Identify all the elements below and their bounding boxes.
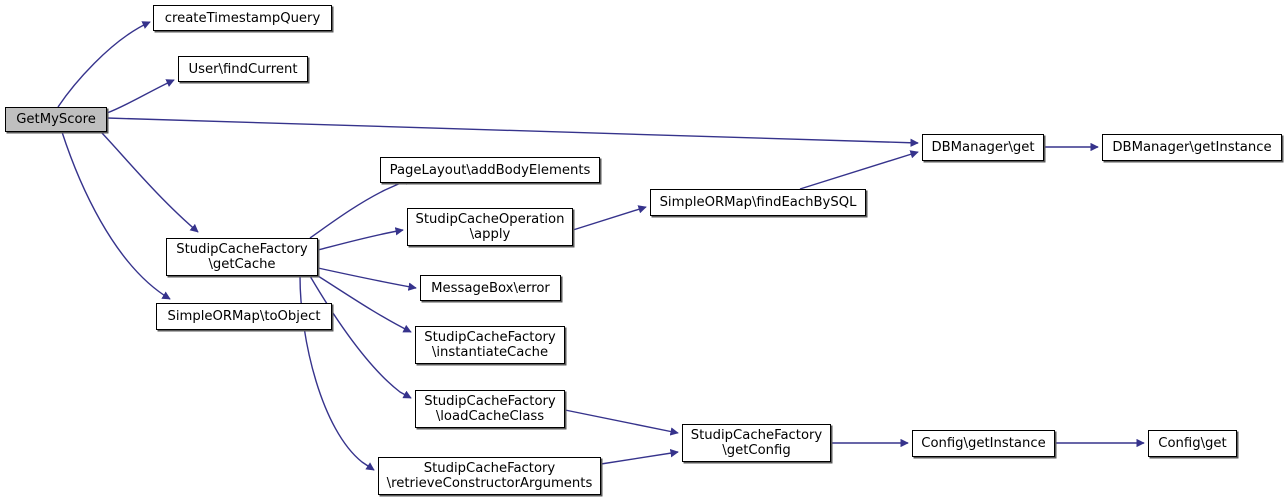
graph-node-label: StudipCacheFactory \getConfig (690, 428, 823, 458)
call-edge (317, 227, 404, 251)
graph-node-getcache[interactable]: StudipCacheFactory \getCache (166, 238, 318, 276)
graph-node-label: createTimestampQuery (164, 10, 321, 26)
graph-node-label: Config\getInstance (921, 436, 1046, 451)
graph-node-dbget[interactable]: DBManager\get (922, 134, 1044, 161)
graph-node-label: SimpleORMap\findEachBySQL (659, 195, 857, 210)
graph-node-configinst[interactable]: Config\getInstance (912, 430, 1055, 457)
graph-node-createts[interactable]: createTimestampQuery (153, 5, 332, 31)
graph-node-findeach[interactable]: SimpleORMap\findEachBySQL (650, 189, 866, 216)
graph-node-instantiate[interactable]: StudipCacheFactory \instantiateCache (415, 326, 565, 364)
graph-node-label: DBManager\getInstance (1112, 140, 1272, 155)
graph-node-pagelayout[interactable]: PageLayout\addBodyElements (380, 157, 600, 183)
graph-node-toobject[interactable]: SimpleORMap\toObject (156, 303, 332, 330)
graph-node-label: DBManager\get (931, 140, 1035, 155)
call-edge (57, 21, 151, 108)
graph-node-userfind[interactable]: User\findCurrent (178, 56, 308, 82)
graph-node-msgbox[interactable]: MessageBox\error (420, 275, 561, 301)
call-edge (564, 409, 679, 436)
graph-node-label: PageLayout\addBodyElements (389, 162, 591, 178)
graph-node-label: MessageBox\error (431, 280, 550, 296)
graph-node-label: User\findCurrent (188, 61, 298, 77)
call-edge (309, 177, 413, 239)
graph-node-label: StudipCacheFactory \getCache (176, 242, 308, 272)
call-edge (100, 131, 199, 233)
call-edge (106, 79, 175, 114)
graph-node-loadclass[interactable]: StudipCacheFactory \loadCacheClass (415, 390, 565, 428)
graph-node-dbinstance[interactable]: DBManager\getInstance (1102, 134, 1282, 161)
graph-node-apply[interactable]: StudipCacheOperation \apply (407, 208, 573, 246)
graph-node-retrieveargs[interactable]: StudipCacheFactory \retrieveConstructorA… (378, 457, 601, 495)
call-edge (317, 267, 417, 291)
call-edge (309, 275, 412, 399)
graph-node-label: Config\get (1158, 436, 1227, 451)
graph-node-label: StudipCacheFactory \retrieveConstructorA… (386, 461, 593, 491)
graph-node-label: StudipCacheFactory \instantiateCache (424, 330, 556, 360)
graph-node-label: StudipCacheFactory \loadCacheClass (424, 394, 556, 424)
call-edge (600, 449, 679, 465)
graph-node-configget[interactable]: Config\get (1148, 430, 1237, 457)
call-edge (572, 205, 647, 231)
graph-node-label: GetMyScore (16, 112, 96, 127)
graph-node-getmyscore[interactable]: GetMyScore (5, 107, 107, 132)
call-edge (106, 117, 919, 147)
graph-node-label: SimpleORMap\toObject (167, 309, 321, 324)
call-edge (799, 150, 919, 190)
graph-node-label: StudipCacheOperation \apply (415, 212, 565, 242)
graph-node-getconfig[interactable]: StudipCacheFactory \getConfig (682, 424, 831, 462)
call-edge (61, 131, 171, 300)
